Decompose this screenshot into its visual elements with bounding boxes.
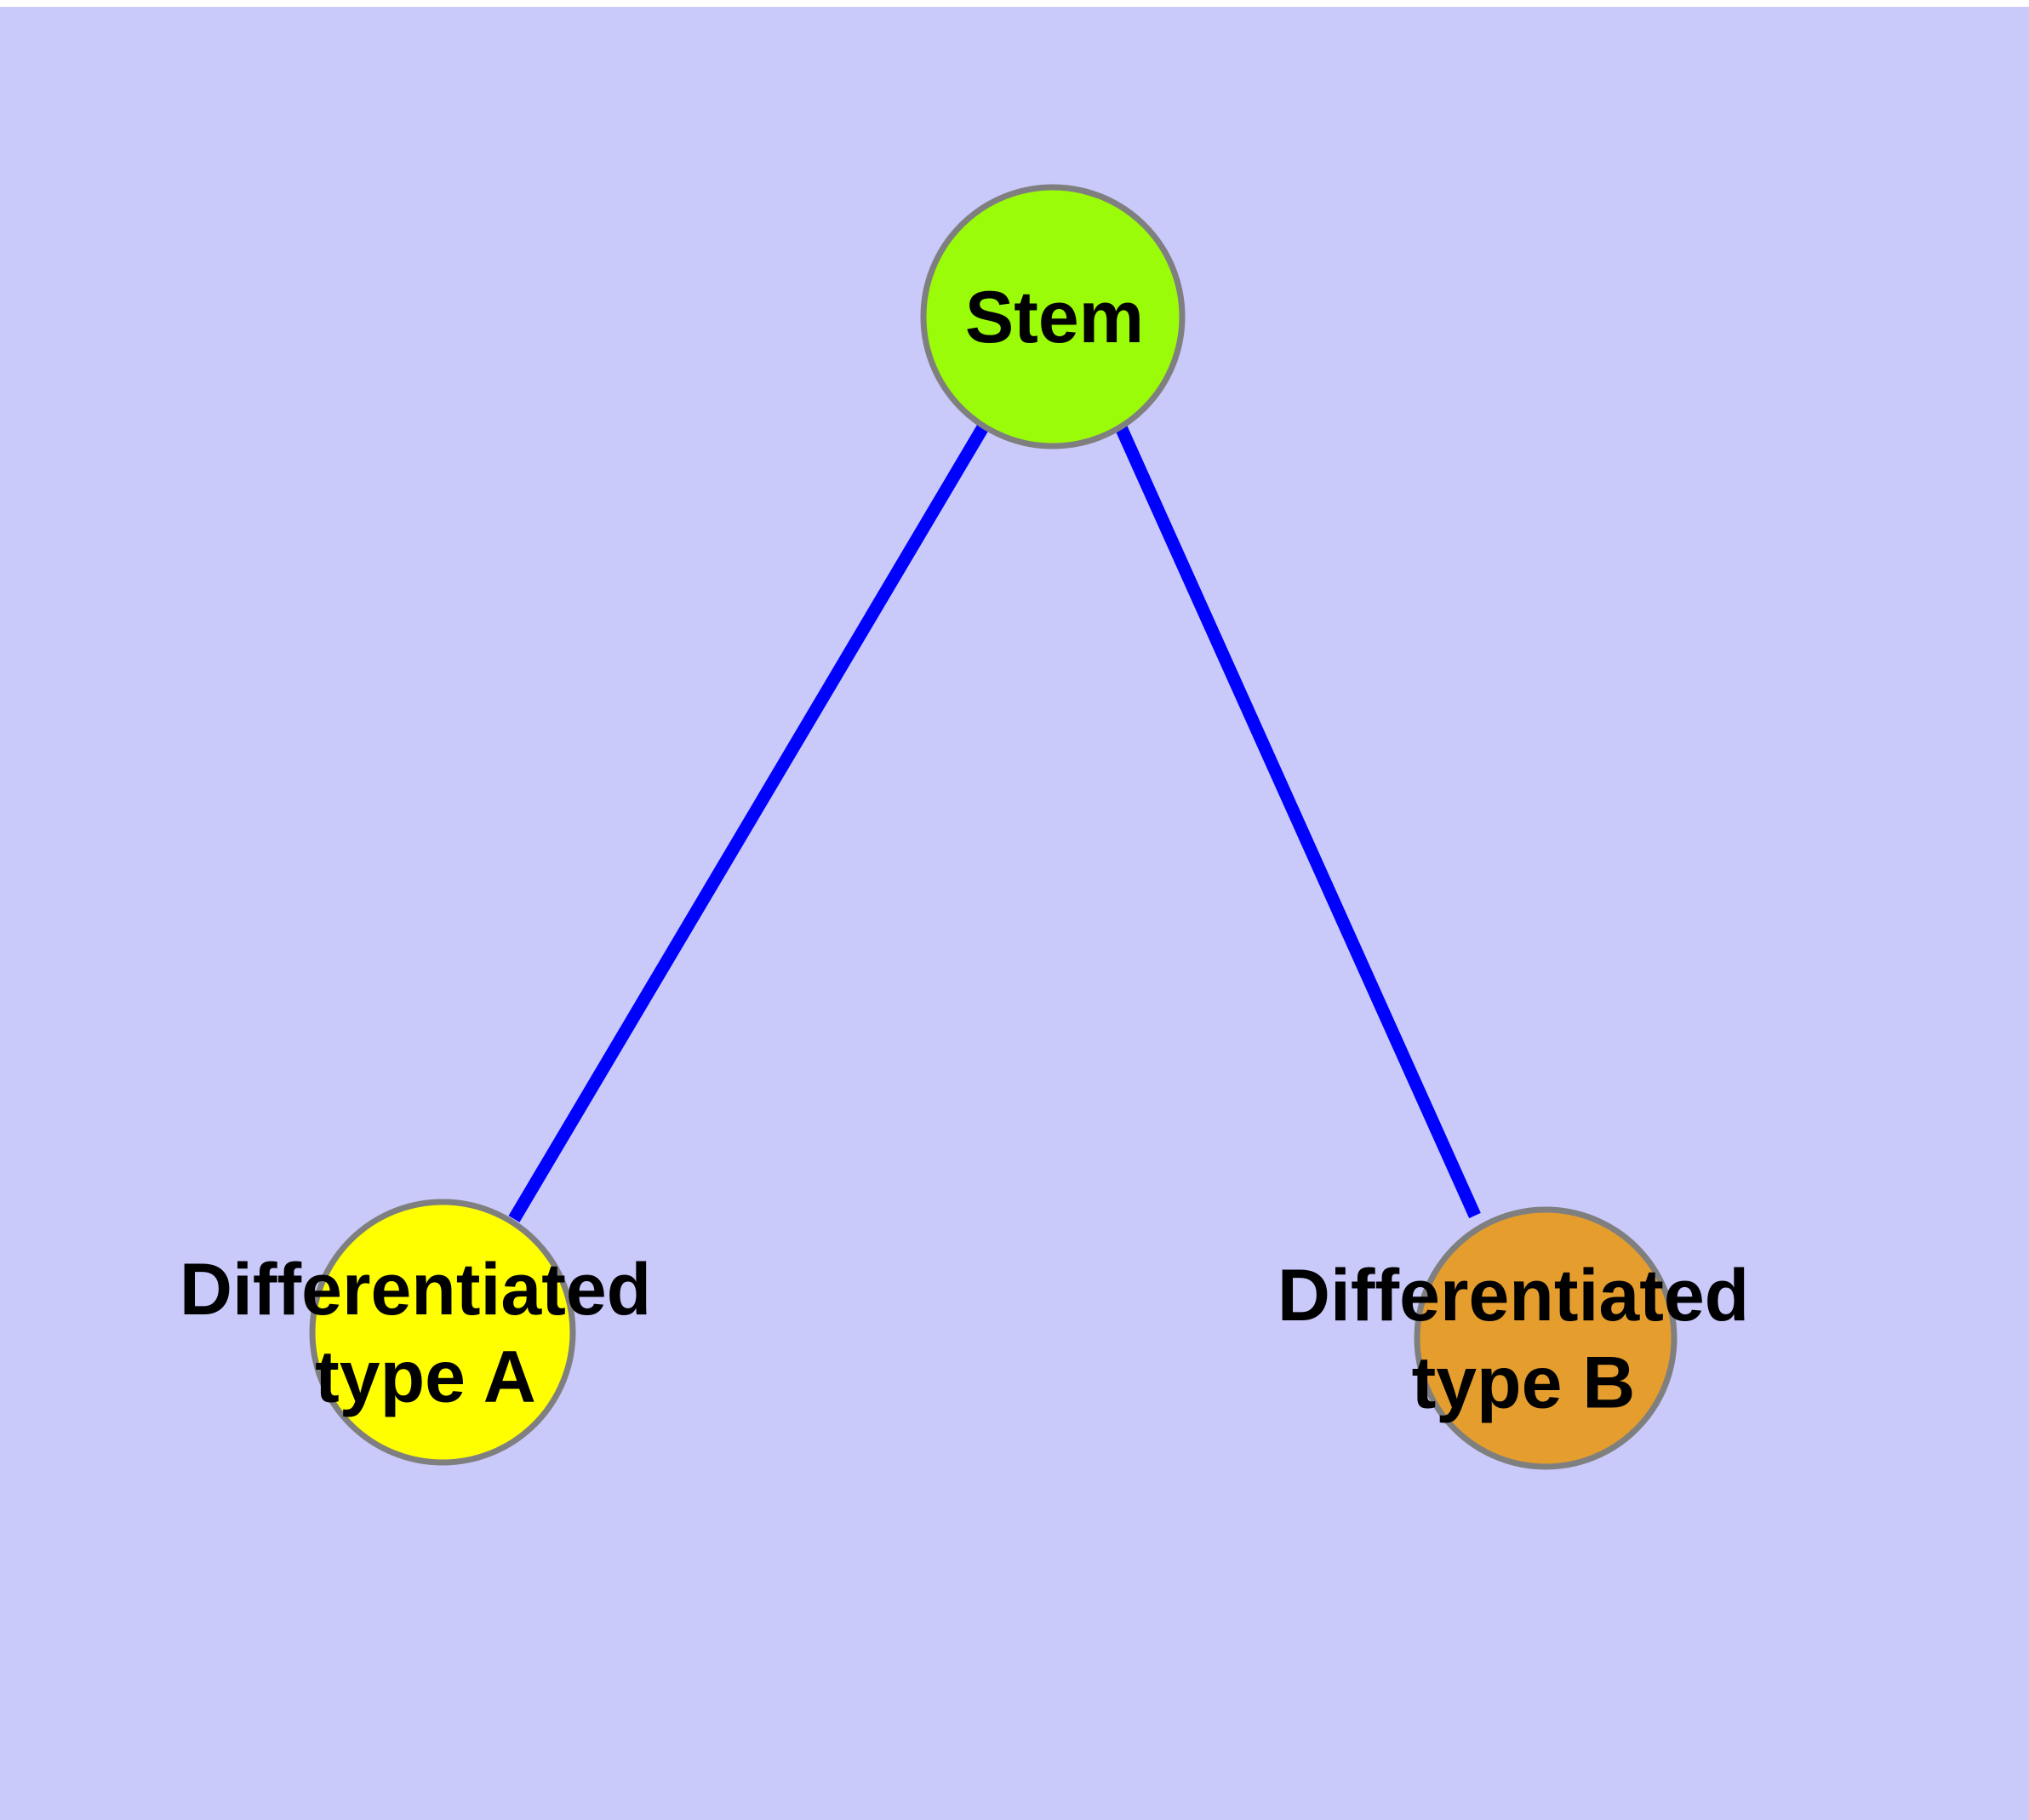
node-differentiated-type-a-label-line-1: Differentiated: [180, 1249, 651, 1331]
node-differentiated-type-a-circle[interactable]: [309, 1199, 576, 1466]
node-layer: Stem Differentiated type A Differentiate…: [180, 184, 1769, 1470]
node-differentiated-type-b-label-line-1: Differentiated: [1277, 1255, 1749, 1336]
node-differentiated-type-a-label: Differentiated type A: [180, 1249, 672, 1417]
node-stem-label: Stem: [965, 277, 1144, 358]
node-differentiated-type-b-label: Differentiated type B: [1277, 1255, 1769, 1423]
node-stem-label-line-1: Stem: [965, 277, 1144, 358]
edge-stem-to-diff-a[interactable]: [508, 424, 989, 1222]
node-differentiated-type-b-label-line-2: type B: [1412, 1342, 1636, 1423]
node-differentiated-type-a-label-line-2: type A: [315, 1336, 536, 1417]
node-differentiated-type-a[interactable]: Differentiated type A: [180, 1199, 672, 1466]
node-stem-circle[interactable]: [920, 184, 1186, 449]
node-differentiated-type-b[interactable]: Differentiated type B: [1277, 1206, 1769, 1470]
edge-layer: [508, 424, 1481, 1222]
edge-stem-to-diff-b[interactable]: [1115, 424, 1481, 1219]
node-stem[interactable]: Stem: [920, 184, 1186, 449]
node-differentiated-type-b-circle[interactable]: [1414, 1206, 1677, 1470]
